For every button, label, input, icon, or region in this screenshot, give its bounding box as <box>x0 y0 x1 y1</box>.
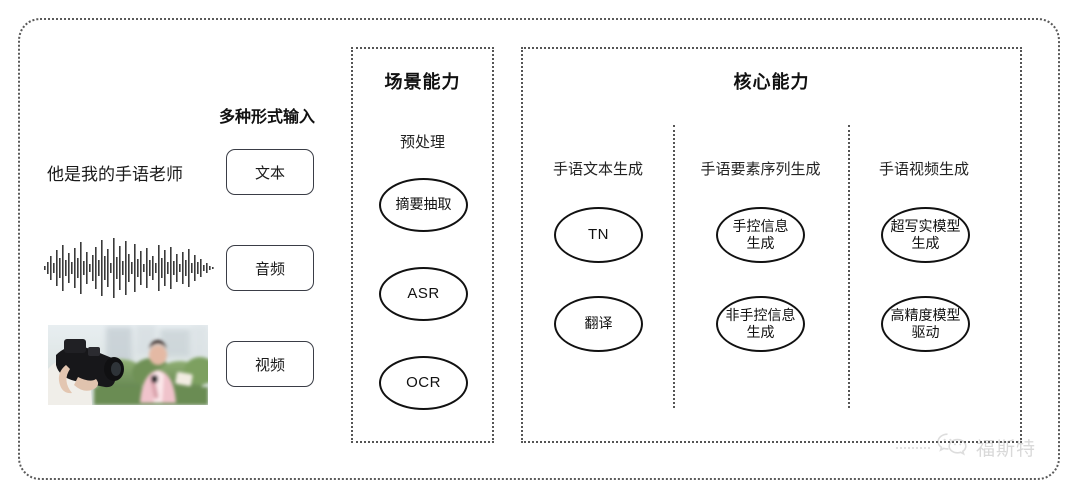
core-column-divider-2 <box>848 125 850 408</box>
node-high-precision-model-driving-label: 高精度模型 驱动 <box>890 306 961 340</box>
node-summary-extraction[interactable]: 摘要抽取 <box>379 178 468 232</box>
node-hyperrealistic-model-generation-label: 超写实模型 生成 <box>890 217 961 251</box>
node-high-precision-model-driving[interactable]: 高精度模型 驱动 <box>881 296 970 352</box>
sample-text-label: 他是我的手语老师 <box>47 165 183 184</box>
audio-waveform-icon <box>44 236 216 305</box>
node-manual-feature-generation[interactable]: 手控信息 生成 <box>716 207 805 263</box>
scene-capability-title: 场景能力 <box>384 72 461 92</box>
wechat-icon <box>936 432 970 463</box>
input-section-heading: 多种形式输入 <box>219 109 316 126</box>
node-non-manual-feature-generation[interactable]: 非手控信息 生成 <box>716 296 805 352</box>
watermark-text: 福斯特 <box>976 439 1037 460</box>
modality-button-video[interactable]: 视频 <box>226 341 314 387</box>
node-translation-label: 翻译 <box>584 315 613 332</box>
scene-capability-box <box>351 47 494 443</box>
node-asr[interactable]: ASR <box>379 267 468 321</box>
core-column-label-text-generation: 手语文本生成 <box>552 161 643 178</box>
node-non-manual-feature-generation-label: 非手控信息 生成 <box>725 306 796 340</box>
core-column-label-element-sequence: 手语要素序列生成 <box>700 161 821 178</box>
watermark: 福斯特 <box>896 432 1036 463</box>
core-column-label-video-generation: 手语视频生成 <box>878 161 969 178</box>
node-hyperrealistic-model-generation[interactable]: 超写实模型 生成 <box>881 207 970 263</box>
core-capability-box <box>521 47 1022 443</box>
node-tn-label: TN <box>588 225 609 243</box>
scene-capability-subtitle: 预处理 <box>399 134 445 151</box>
node-manual-feature-generation-label: 手控信息 生成 <box>732 217 789 251</box>
watermark-dots <box>896 446 930 449</box>
video-thumbnail <box>48 325 208 405</box>
core-capability-title: 核心能力 <box>733 72 810 92</box>
node-tn[interactable]: TN <box>554 207 643 263</box>
node-ocr[interactable]: OCR <box>379 356 468 410</box>
node-translation[interactable]: 翻译 <box>554 296 643 352</box>
modality-button-audio[interactable]: 音频 <box>226 245 314 291</box>
core-column-divider-1 <box>673 125 675 408</box>
modality-button-text[interactable]: 文本 <box>226 149 314 195</box>
outer-frame <box>18 18 1060 480</box>
